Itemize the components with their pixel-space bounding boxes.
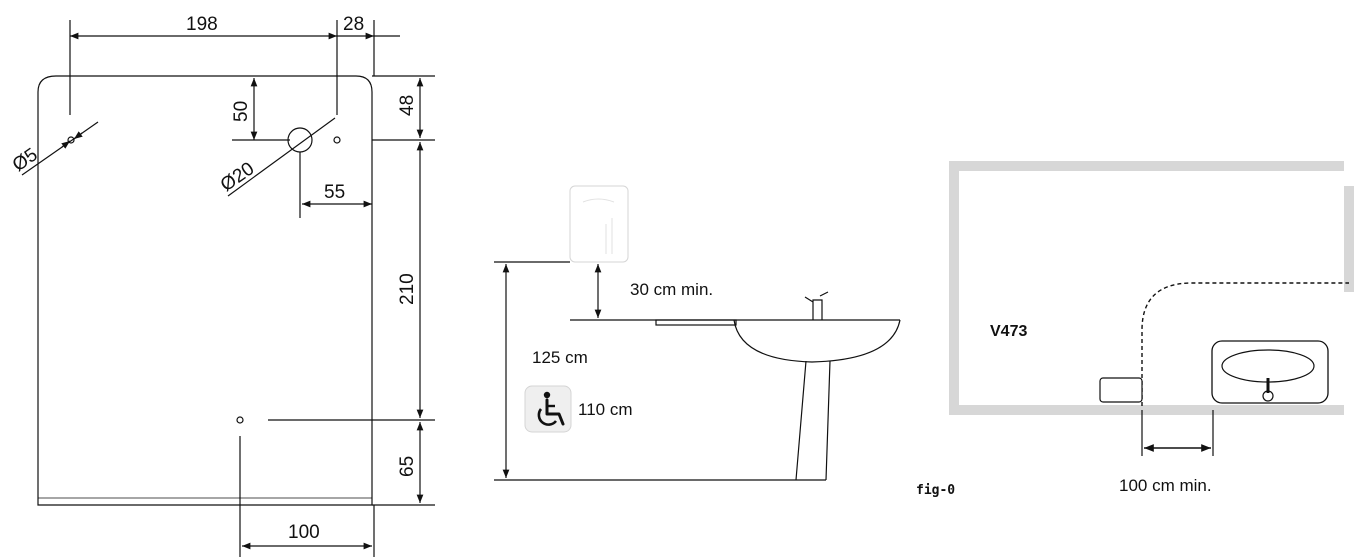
figure-label: fig-0 [916, 483, 955, 498]
height-standard-label: 125 cm [532, 348, 588, 367]
dim-label-50: 50 [231, 101, 252, 122]
wheelchair-icon [524, 385, 572, 433]
dim-label-55: 55 [324, 182, 345, 203]
min-gap-label: 30 cm min. [630, 280, 713, 299]
model-label: V473 [990, 323, 1027, 340]
dim-label-28: 28 [343, 14, 364, 35]
dim-label-o5: Ø5 [9, 144, 42, 176]
sink-topview [1211, 340, 1329, 404]
leader-o20 [227, 117, 336, 197]
dim-label-o20: Ø20 [217, 158, 258, 196]
faucet [804, 291, 829, 320]
top-view-drawing [949, 160, 1369, 456]
hole-20mm [287, 127, 313, 153]
height-accessible-label: 110 cm [578, 400, 633, 419]
hole-bottom [236, 416, 244, 424]
min-distance-label: 100 cm min. [1119, 476, 1212, 495]
dim-label-100: 100 [288, 522, 320, 543]
leader-o5 [21, 121, 99, 176]
dim-label-48: 48 [397, 95, 418, 116]
hole-small-right [333, 136, 341, 144]
hole-5mm [67, 136, 75, 144]
plate-dimension-drawing [21, 20, 435, 557]
sink-basin [733, 319, 901, 363]
sink-elevation-drawing [494, 185, 901, 481]
dispenser-topview [1099, 377, 1143, 403]
room-wall [949, 161, 1354, 415]
plate-outline [37, 75, 373, 506]
clearance-zone [1141, 282, 1349, 406]
dim-label-198: 198 [186, 14, 218, 35]
dispenser-outline [569, 185, 629, 263]
sink-pedestal [795, 360, 831, 481]
dim-label-65: 65 [397, 456, 418, 477]
dim-label-210: 210 [397, 273, 418, 305]
